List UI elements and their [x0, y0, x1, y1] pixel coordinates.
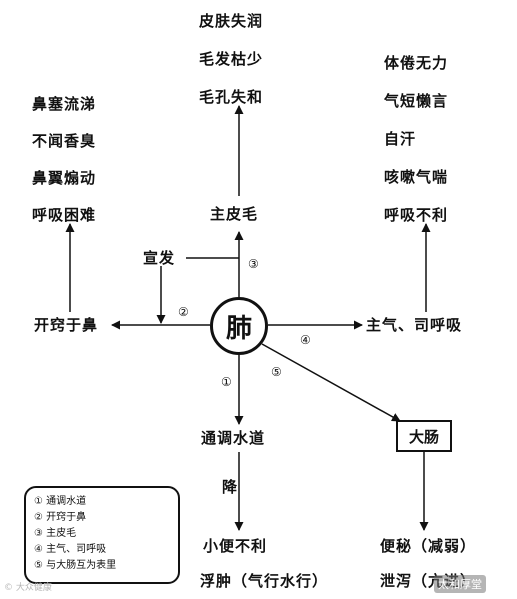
marker-3: ③ [248, 257, 259, 271]
symptom-fatigue: 体倦无力 [384, 54, 449, 72]
outcome-edema: 浮肿（气行水行） [200, 572, 329, 590]
legend-item: ⑤ 与大肠互为表里 [34, 560, 117, 571]
symptom-pores: 毛孔失和 [199, 88, 264, 106]
colon-node: 大肠 [396, 420, 452, 452]
symptom-skin-dry: 皮肤失润 [199, 12, 264, 30]
branch-water-label: 通调水道 [201, 429, 266, 447]
marker-5: ⑤ [271, 365, 282, 379]
legend-box: ① 通调水道 ② 开窍于鼻 ③ 主皮毛 ④ 主气、司呼吸 ⑤ 与大肠互为表里 [24, 486, 180, 584]
symptom-dyspnea: 呼吸困难 [32, 206, 97, 224]
outcome-constipation: 便秘（减弱） [380, 537, 477, 555]
branch-skin-label: 主皮毛 [210, 205, 259, 223]
symptom-short-breath: 气短懒言 [384, 92, 449, 110]
branch-descend-label: 降 [222, 478, 239, 496]
symptom-sweating: 自汗 [384, 130, 417, 148]
symptom-cough: 咳嗽气喘 [384, 168, 449, 186]
outcome-urine: 小便不利 [203, 537, 268, 555]
lung-node: 肺 [210, 297, 268, 355]
arrow-lung-to-colon [261, 343, 401, 422]
branch-xuanfa-label: 宣发 [143, 249, 176, 267]
symptom-no-smell: 不闻香臭 [32, 132, 97, 150]
symptom-breath-impaired: 呼吸不利 [384, 206, 449, 224]
marker-1: ① [221, 375, 232, 389]
legend-item: ③ 主皮毛 [34, 528, 77, 539]
marker-4: ④ [300, 333, 311, 347]
watermark-left: © 大众健康 [4, 583, 52, 593]
marker-2: ② [178, 305, 189, 319]
legend-item: ② 开窍于鼻 [34, 512, 87, 523]
symptom-nostril-flaring: 鼻翼煽动 [32, 169, 97, 187]
legend-item: ④ 主气、司呼吸 [34, 544, 107, 555]
branch-nose-label: 开窍于鼻 [34, 316, 99, 334]
branch-breath-label: 主气、司呼吸 [366, 316, 463, 334]
legend-item: ① 通调水道 [34, 496, 87, 507]
symptom-nasal-congestion: 鼻塞流涕 [32, 95, 97, 113]
symptom-hair-sparse: 毛发枯少 [199, 50, 264, 68]
watermark-right: 太和厚堂 [434, 575, 486, 593]
